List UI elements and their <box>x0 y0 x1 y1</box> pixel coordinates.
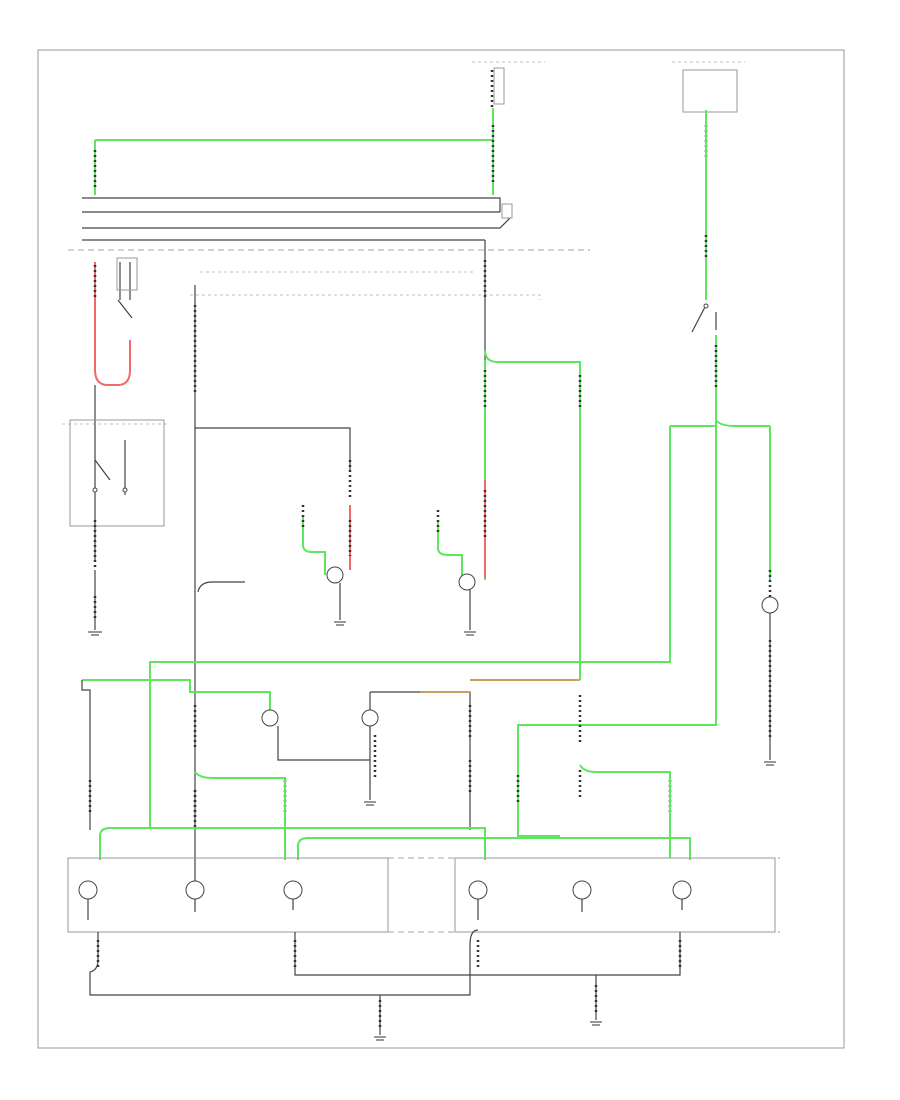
black-wire-switch <box>117 262 133 319</box>
ground-symbol-license <box>364 801 376 806</box>
left-front-park-lamp <box>326 566 344 584</box>
switch-box <box>116 257 138 291</box>
right-tail-lamp <box>572 880 592 912</box>
left-rear-lamp-cluster <box>67 857 389 933</box>
left-license-lamp <box>261 709 279 727</box>
green-wire-left-park-ground <box>302 515 326 575</box>
orange-wire-top <box>420 679 580 693</box>
left-tail-lamp <box>185 880 205 912</box>
black-wire-park-lamp-box <box>195 427 351 470</box>
right-stop-turn-lamp <box>672 880 692 910</box>
left-stop-turn-lamp <box>283 880 303 910</box>
ground-symbol-park-right <box>464 631 476 636</box>
fuse-panel-right <box>672 61 745 160</box>
diagram-frame <box>37 49 845 1049</box>
black-wire-marker-bus <box>81 680 91 830</box>
green-wire-main-loop <box>149 425 716 828</box>
green-wire-right-spur <box>715 419 770 427</box>
green-wire-rear-bus-2 <box>297 837 691 860</box>
green-wire-rear-bus <box>99 827 486 860</box>
black-bus-3 <box>82 217 511 229</box>
black-wire-right-marker <box>369 691 471 830</box>
high-mount-stop-lamp <box>761 596 779 614</box>
harness-boundary-mid <box>190 271 541 300</box>
green-wire-rear-mid <box>517 830 560 837</box>
black-wire-ground-bus-left <box>89 929 479 996</box>
green-wire-center-branch <box>484 349 581 680</box>
ground-symbol-bottom-left <box>374 1036 386 1041</box>
black-wire-license-ground <box>277 726 371 800</box>
green-wire-right-park-ground <box>437 520 463 578</box>
right-front-park-lamp <box>458 573 476 591</box>
splice-box <box>501 203 513 219</box>
black-wire-ground-bus-mid <box>294 932 681 976</box>
black-wire-marker-stub <box>197 581 245 593</box>
green-wire-right-down <box>517 335 717 830</box>
left-backup-lamp <box>78 880 98 920</box>
green-wire-rear-right <box>579 764 671 858</box>
right-license-lamp <box>361 709 379 727</box>
switch-contact <box>94 440 126 495</box>
fuse-panel-left <box>472 61 545 108</box>
right-rear-lamp-cluster <box>454 857 776 933</box>
ground-symbol-bottom-right <box>590 1021 602 1026</box>
green-wire-marker-bus <box>82 679 271 712</box>
right-backup-lamp <box>468 880 488 920</box>
ground-symbol-park-left <box>334 621 346 626</box>
green-wire-rear-left <box>194 771 286 860</box>
ground-symbol-right <box>764 761 776 766</box>
red-wire-left <box>94 262 131 386</box>
brake-switch <box>691 304 717 333</box>
ground-symbol-left <box>88 631 102 636</box>
combination-switch <box>69 419 165 527</box>
black-bus-1 <box>82 197 501 212</box>
